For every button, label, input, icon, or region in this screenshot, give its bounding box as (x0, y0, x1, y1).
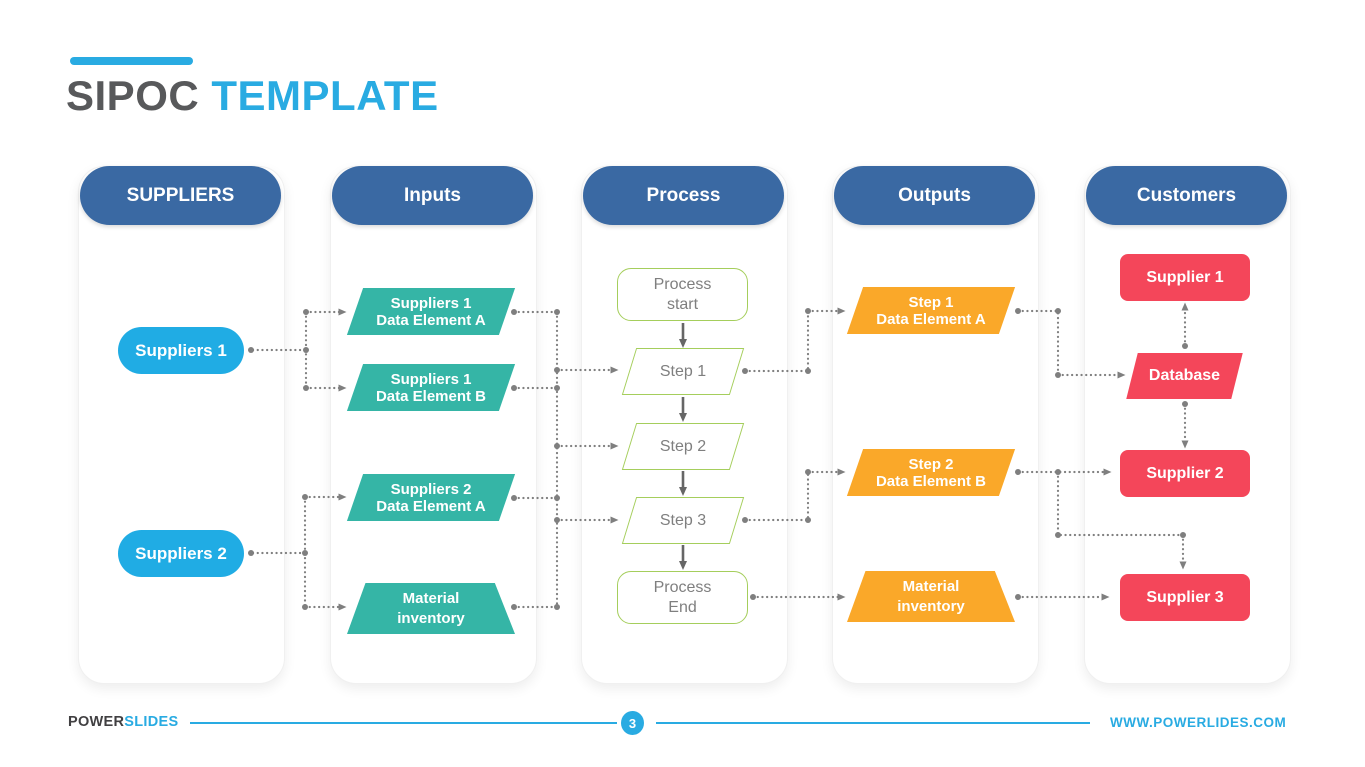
step-1-label: Step 1 (659, 362, 707, 380)
process-start-shape: Process start (617, 268, 748, 321)
step-3-label: Step 3 (659, 511, 707, 529)
step-3-shape: Step 3 (621, 497, 745, 544)
step-1-shape: Step 1 (621, 348, 745, 395)
customer-supplier-2: Supplier 2 (1120, 450, 1250, 497)
page-number-badge: 3 (621, 711, 644, 735)
brand-logo: POWERSLIDES (68, 714, 178, 730)
page-title-part2: TEMPLATE (211, 72, 439, 119)
database-label: Database (1148, 367, 1221, 384)
footer-rule-right (656, 722, 1090, 724)
output-1-line2: Data Element A (876, 310, 986, 328)
input-3-line2: Data Element A (376, 497, 486, 515)
title-accent-bar (70, 57, 193, 65)
suppliers-pill-2: Suppliers 2 (118, 530, 244, 577)
step-2-shape: Step 2 (621, 423, 745, 470)
input-4-line1: Material (402, 590, 460, 607)
output-shape-material-inventory: Material inventory (847, 571, 1015, 622)
customer-supplier-1: Supplier 1 (1120, 254, 1250, 301)
header-process: Process (583, 166, 784, 225)
input-shape-material-inventory: Material inventory (347, 583, 515, 634)
customer-4-label: Supplier 3 (1146, 588, 1224, 606)
suppliers-pill-1-label: Suppliers 1 (135, 340, 227, 360)
page-title: SIPOC TEMPLATE (66, 72, 439, 120)
step-2-label: Step 2 (659, 437, 707, 455)
process-start-line1: Process (653, 275, 712, 293)
header-inputs: Inputs (332, 166, 533, 225)
output-3-line2: inventory (897, 597, 965, 615)
customer-supplier-3: Supplier 3 (1120, 574, 1250, 621)
process-start-line2: start (666, 295, 699, 313)
output-3-line1: Material (902, 578, 960, 595)
header-customers: Customers (1086, 166, 1287, 225)
page-title-part1: SIPOC (66, 72, 200, 119)
input-1-line1: Suppliers 1 (390, 294, 472, 312)
customer-3-label: Supplier 2 (1146, 464, 1224, 482)
footer-rule-left (190, 722, 617, 724)
customer-database: Database (1126, 353, 1243, 399)
brand-part1: POWER (68, 714, 125, 730)
output-1-line1: Step 1 (908, 293, 954, 311)
process-end-line1: Process (653, 578, 712, 596)
output-2-line1: Step 2 (908, 455, 954, 473)
card-suppliers (78, 166, 285, 684)
output-2-line2: Data Element B (875, 472, 987, 490)
website-link[interactable]: WWW.POWERLIDES.COM (1110, 715, 1287, 730)
input-2-line2: Data Element B (375, 387, 487, 405)
suppliers-pill-1: Suppliers 1 (118, 327, 244, 374)
input-1-line2: Data Element A (376, 311, 486, 329)
process-end-line2: End (668, 598, 697, 616)
input-2-line1: Suppliers 1 (390, 370, 472, 388)
customer-1-label: Supplier 1 (1146, 268, 1224, 286)
brand-part2: SLIDES (124, 714, 179, 730)
input-3-line1: Suppliers 2 (390, 480, 472, 498)
input-4-line2: inventory (397, 609, 465, 627)
header-outputs: Outputs (834, 166, 1035, 225)
suppliers-pill-2-label: Suppliers 2 (135, 543, 227, 563)
header-suppliers: SUPPLIERS (80, 166, 281, 225)
